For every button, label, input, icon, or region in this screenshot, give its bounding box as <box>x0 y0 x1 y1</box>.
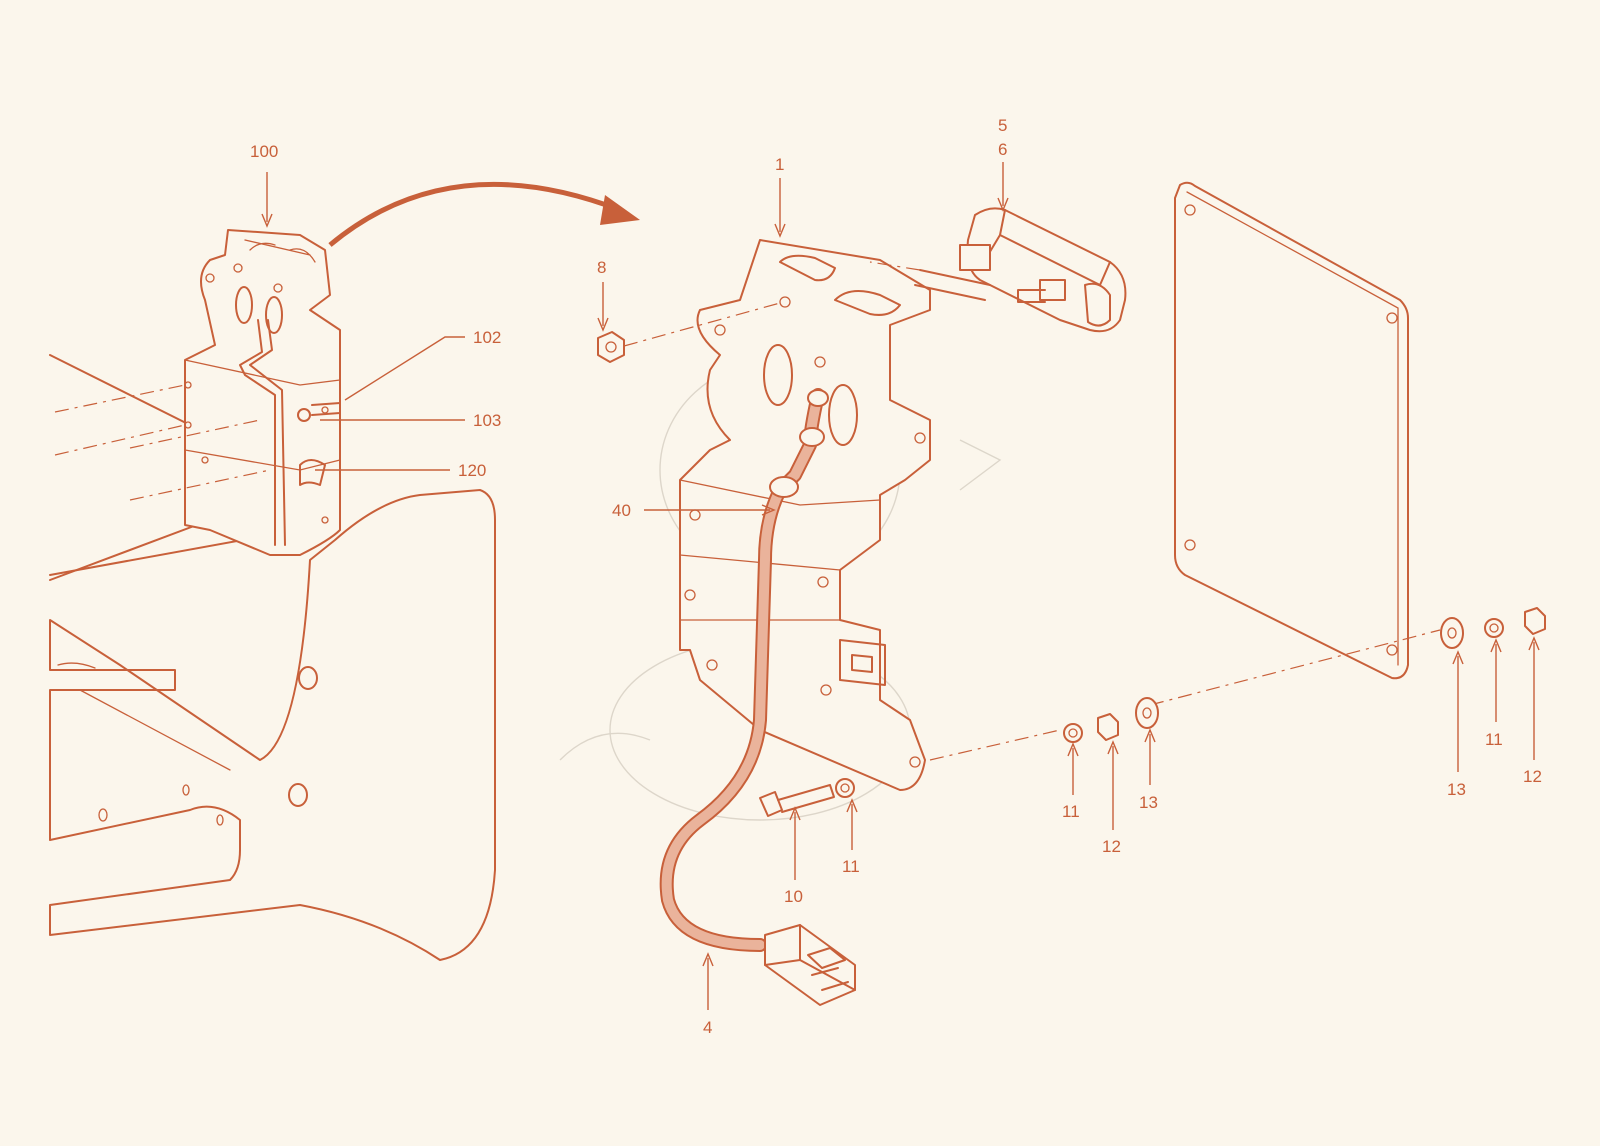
cable-harness <box>659 388 856 1006</box>
callout-13-middle: 13 <box>1139 793 1158 812</box>
callout-40: 40 <box>612 501 631 520</box>
callout-103: 103 <box>473 411 501 430</box>
callout-120: 120 <box>458 461 486 480</box>
callout-1: 1 <box>775 155 784 174</box>
callout-102: 102 <box>473 328 501 347</box>
callout-11-right: 11 <box>1485 730 1503 749</box>
callout-12-right: 12 <box>1523 767 1542 786</box>
callout-6: 6 <box>998 140 1007 159</box>
callout-labels: 100 102 103 120 1 5 6 8 40 4 10 11 11 12… <box>250 116 1542 1037</box>
main-bracket <box>679 239 931 791</box>
lamp-housing <box>869 207 1127 333</box>
transition-arrow-head <box>600 195 640 225</box>
fasteners <box>297 302 1546 817</box>
callout-11-center: 11 <box>842 857 860 876</box>
callout-100: 100 <box>250 142 278 161</box>
transition-arrow <box>328 181 621 247</box>
callout-10: 10 <box>784 887 803 906</box>
frame-assembly <box>49 229 496 961</box>
callout-12-middle: 12 <box>1102 837 1121 856</box>
callout-8: 8 <box>597 258 606 277</box>
leader-lines <box>261 162 1540 1010</box>
callout-4: 4 <box>703 1018 712 1037</box>
callout-11-middle: 11 <box>1062 802 1080 821</box>
callout-13-right: 13 <box>1447 780 1466 799</box>
license-plate <box>1174 181 1409 680</box>
callout-5: 5 <box>998 116 1007 135</box>
